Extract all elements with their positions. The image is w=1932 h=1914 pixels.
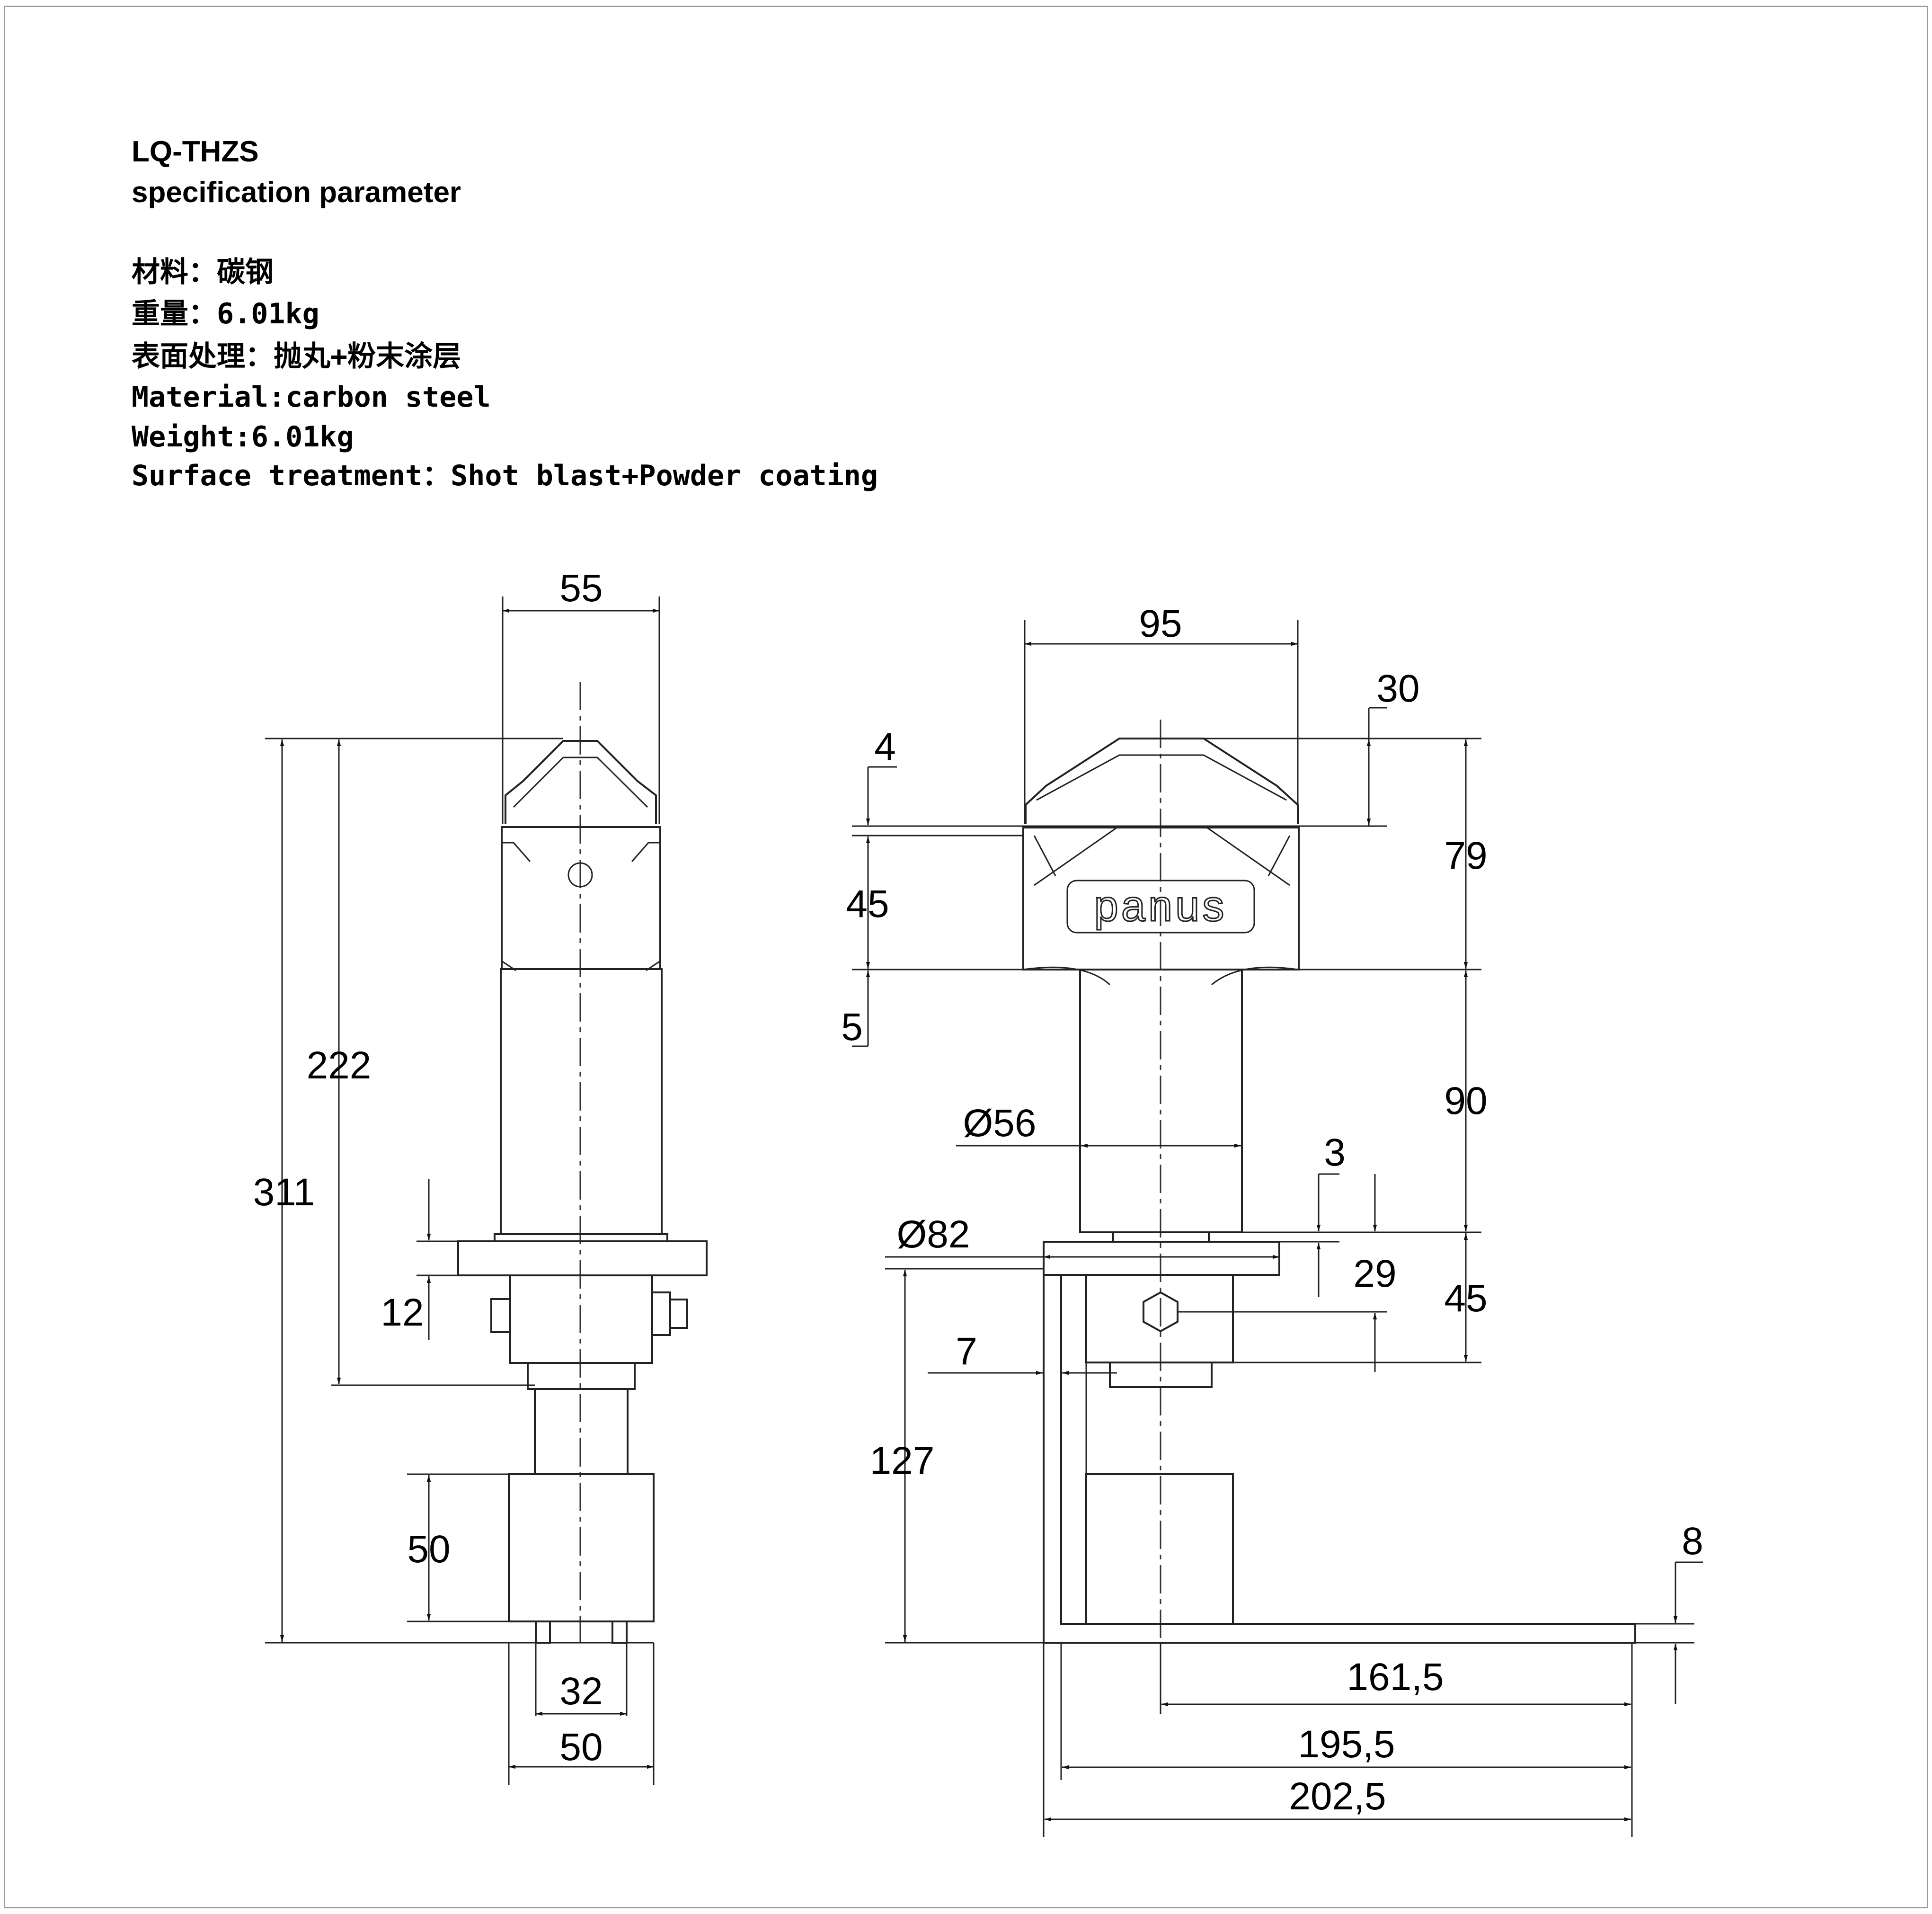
front-foot-block [1085,1473,1234,1625]
front-bolt-head [1143,1291,1179,1333]
dim-95: 95 [1139,602,1182,645]
side-head-hole [567,862,593,888]
dim-4: 4 [874,725,896,768]
spec-material-cn: 材料：碳钢 [132,256,274,289]
dim-202-5: 202,5 [1289,1775,1386,1818]
front-view: panus [841,602,1703,1837]
front-collar [1085,1274,1234,1363]
dim-45-head: 45 [846,882,889,926]
spec-material-en: Material:carbon steel [132,381,491,414]
product-code: LQ-THZS [132,135,259,168]
logo-plate [1066,880,1255,934]
spec-surface-en: Surface treatment：Shot blast+Powder coat… [132,459,878,492]
side-cap [505,740,657,824]
dim-diameter-56: Ø56 [963,1102,1037,1145]
side-view: 55 311 222 12 50 32 50 [253,567,708,1785]
dim-195-5: 195,5 [1298,1723,1395,1766]
spec-weight-cn: 重量：6.01kg [132,297,319,330]
spec-weight-en: Weight:6.01kg [132,420,354,454]
side-bolt-head [490,1298,511,1333]
dim-55: 55 [559,567,603,610]
dim-3: 3 [1324,1131,1346,1174]
sheet-border [4,6,1928,1908]
side-flange [457,1240,708,1276]
front-cap [1025,738,1299,824]
spec-surface-cn: 表面处理：抛丸+粉末涂层 [132,340,461,373]
front-flange [1043,1241,1280,1276]
dim-311: 311 [253,1171,315,1214]
side-post [500,968,663,1235]
dim-32: 32 [559,1670,603,1713]
dim-12: 12 [381,1291,424,1334]
side-stem [534,1388,629,1475]
dim-50-width: 50 [559,1726,603,1769]
dim-30: 30 [1376,667,1419,710]
dim-127: 127 [870,1439,935,1482]
dim-90: 90 [1444,1079,1487,1122]
side-nut [651,1291,671,1336]
panus-logo: panus [1094,882,1227,930]
side-foot [508,1473,655,1622]
spec-heading: specification parameter [132,176,461,209]
dim-7: 7 [956,1330,977,1373]
dim-222: 222 [307,1044,372,1087]
side-collar [509,1274,653,1364]
dim-79: 79 [1444,834,1487,877]
dim-29: 29 [1353,1252,1396,1295]
dim-45-collar: 45 [1444,1277,1487,1320]
dim-8: 8 [1682,1520,1703,1563]
dim-diameter-82: Ø82 [897,1213,970,1256]
dim-161-5: 161,5 [1347,1656,1444,1699]
dim-50-height: 50 [407,1528,450,1571]
dim-5: 5 [841,1006,863,1049]
front-bracket [1043,1275,1636,1644]
